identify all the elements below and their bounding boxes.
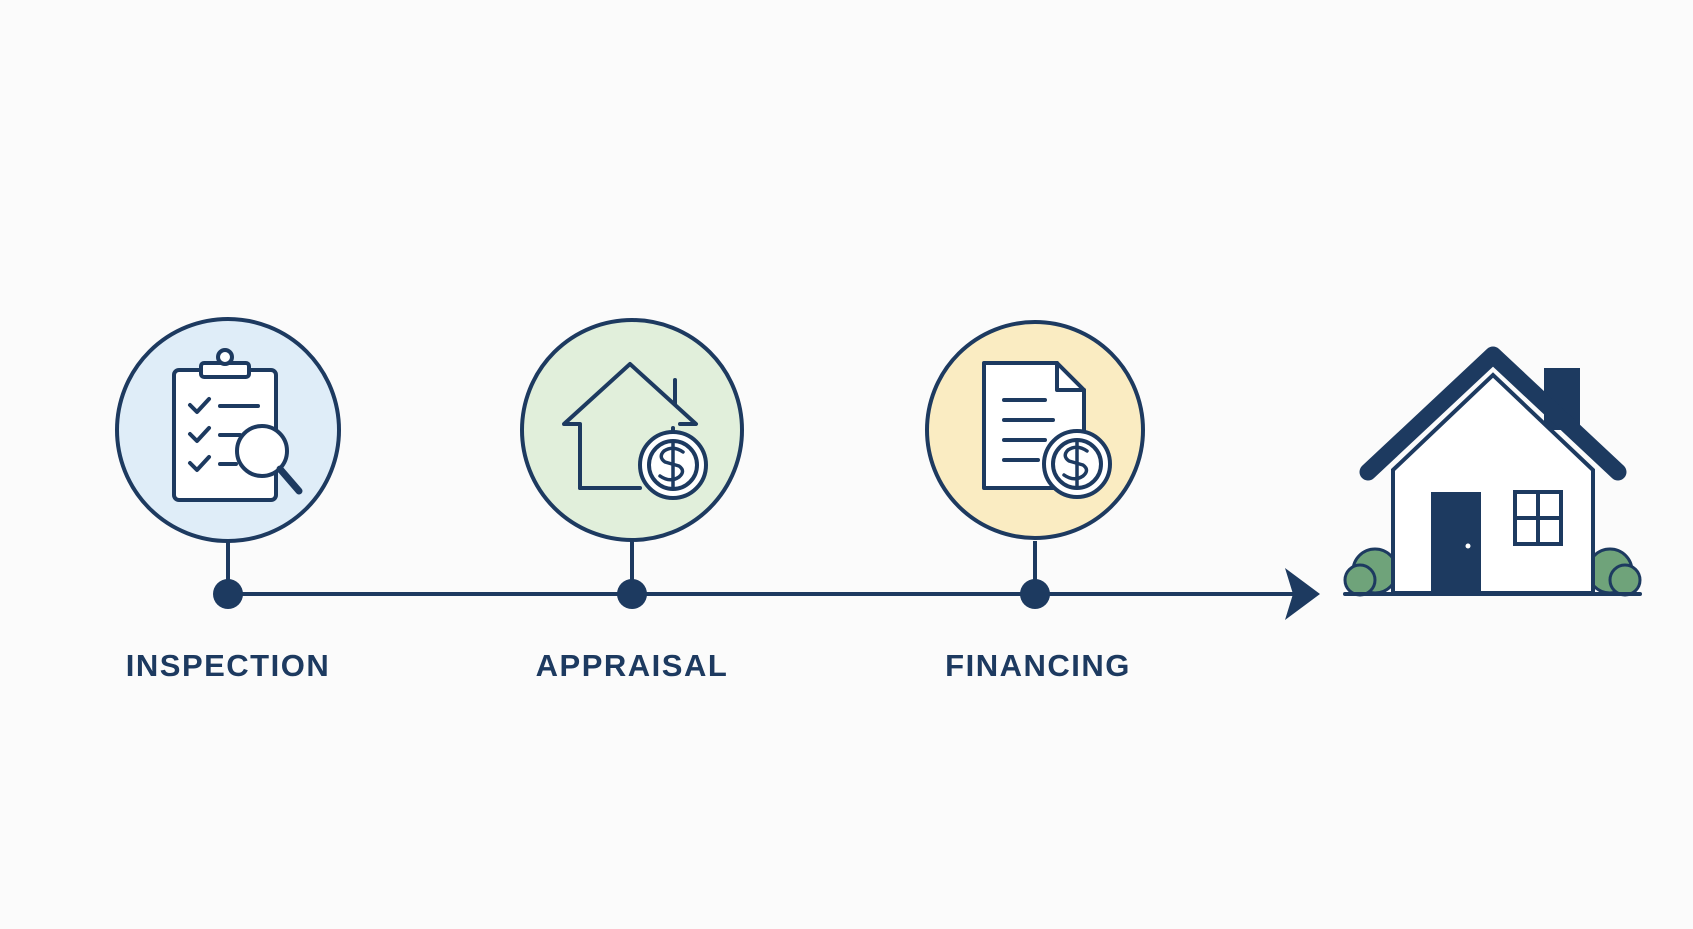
clipboard-search-icon xyxy=(172,348,303,502)
timeline-dot-financing xyxy=(1020,579,1050,609)
house-window xyxy=(1513,490,1563,546)
bush-right-small xyxy=(1608,563,1642,597)
timeline-arrowhead xyxy=(1285,568,1320,620)
timeline-dot-inspection xyxy=(213,579,243,609)
house-door-knob xyxy=(1465,543,1471,549)
house-dollar-icon xyxy=(562,362,708,500)
document-dollar-icon xyxy=(982,361,1112,499)
step-circle-appraisal xyxy=(520,318,744,542)
step-inspection xyxy=(115,317,341,609)
house-roof xyxy=(1359,346,1627,481)
bush-left-small xyxy=(1343,563,1377,597)
timeline xyxy=(226,568,1320,620)
timeline-dot-appraisal xyxy=(617,579,647,609)
step-label-inspection: INSPECTION xyxy=(125,648,331,683)
step-appraisal xyxy=(520,318,744,609)
step-label-appraisal: APPRAISAL xyxy=(535,648,729,683)
step-label-financing: FINANCING xyxy=(945,648,1131,683)
house-icon xyxy=(1343,346,1642,597)
house-door xyxy=(1431,492,1481,594)
step-financing xyxy=(925,320,1145,609)
